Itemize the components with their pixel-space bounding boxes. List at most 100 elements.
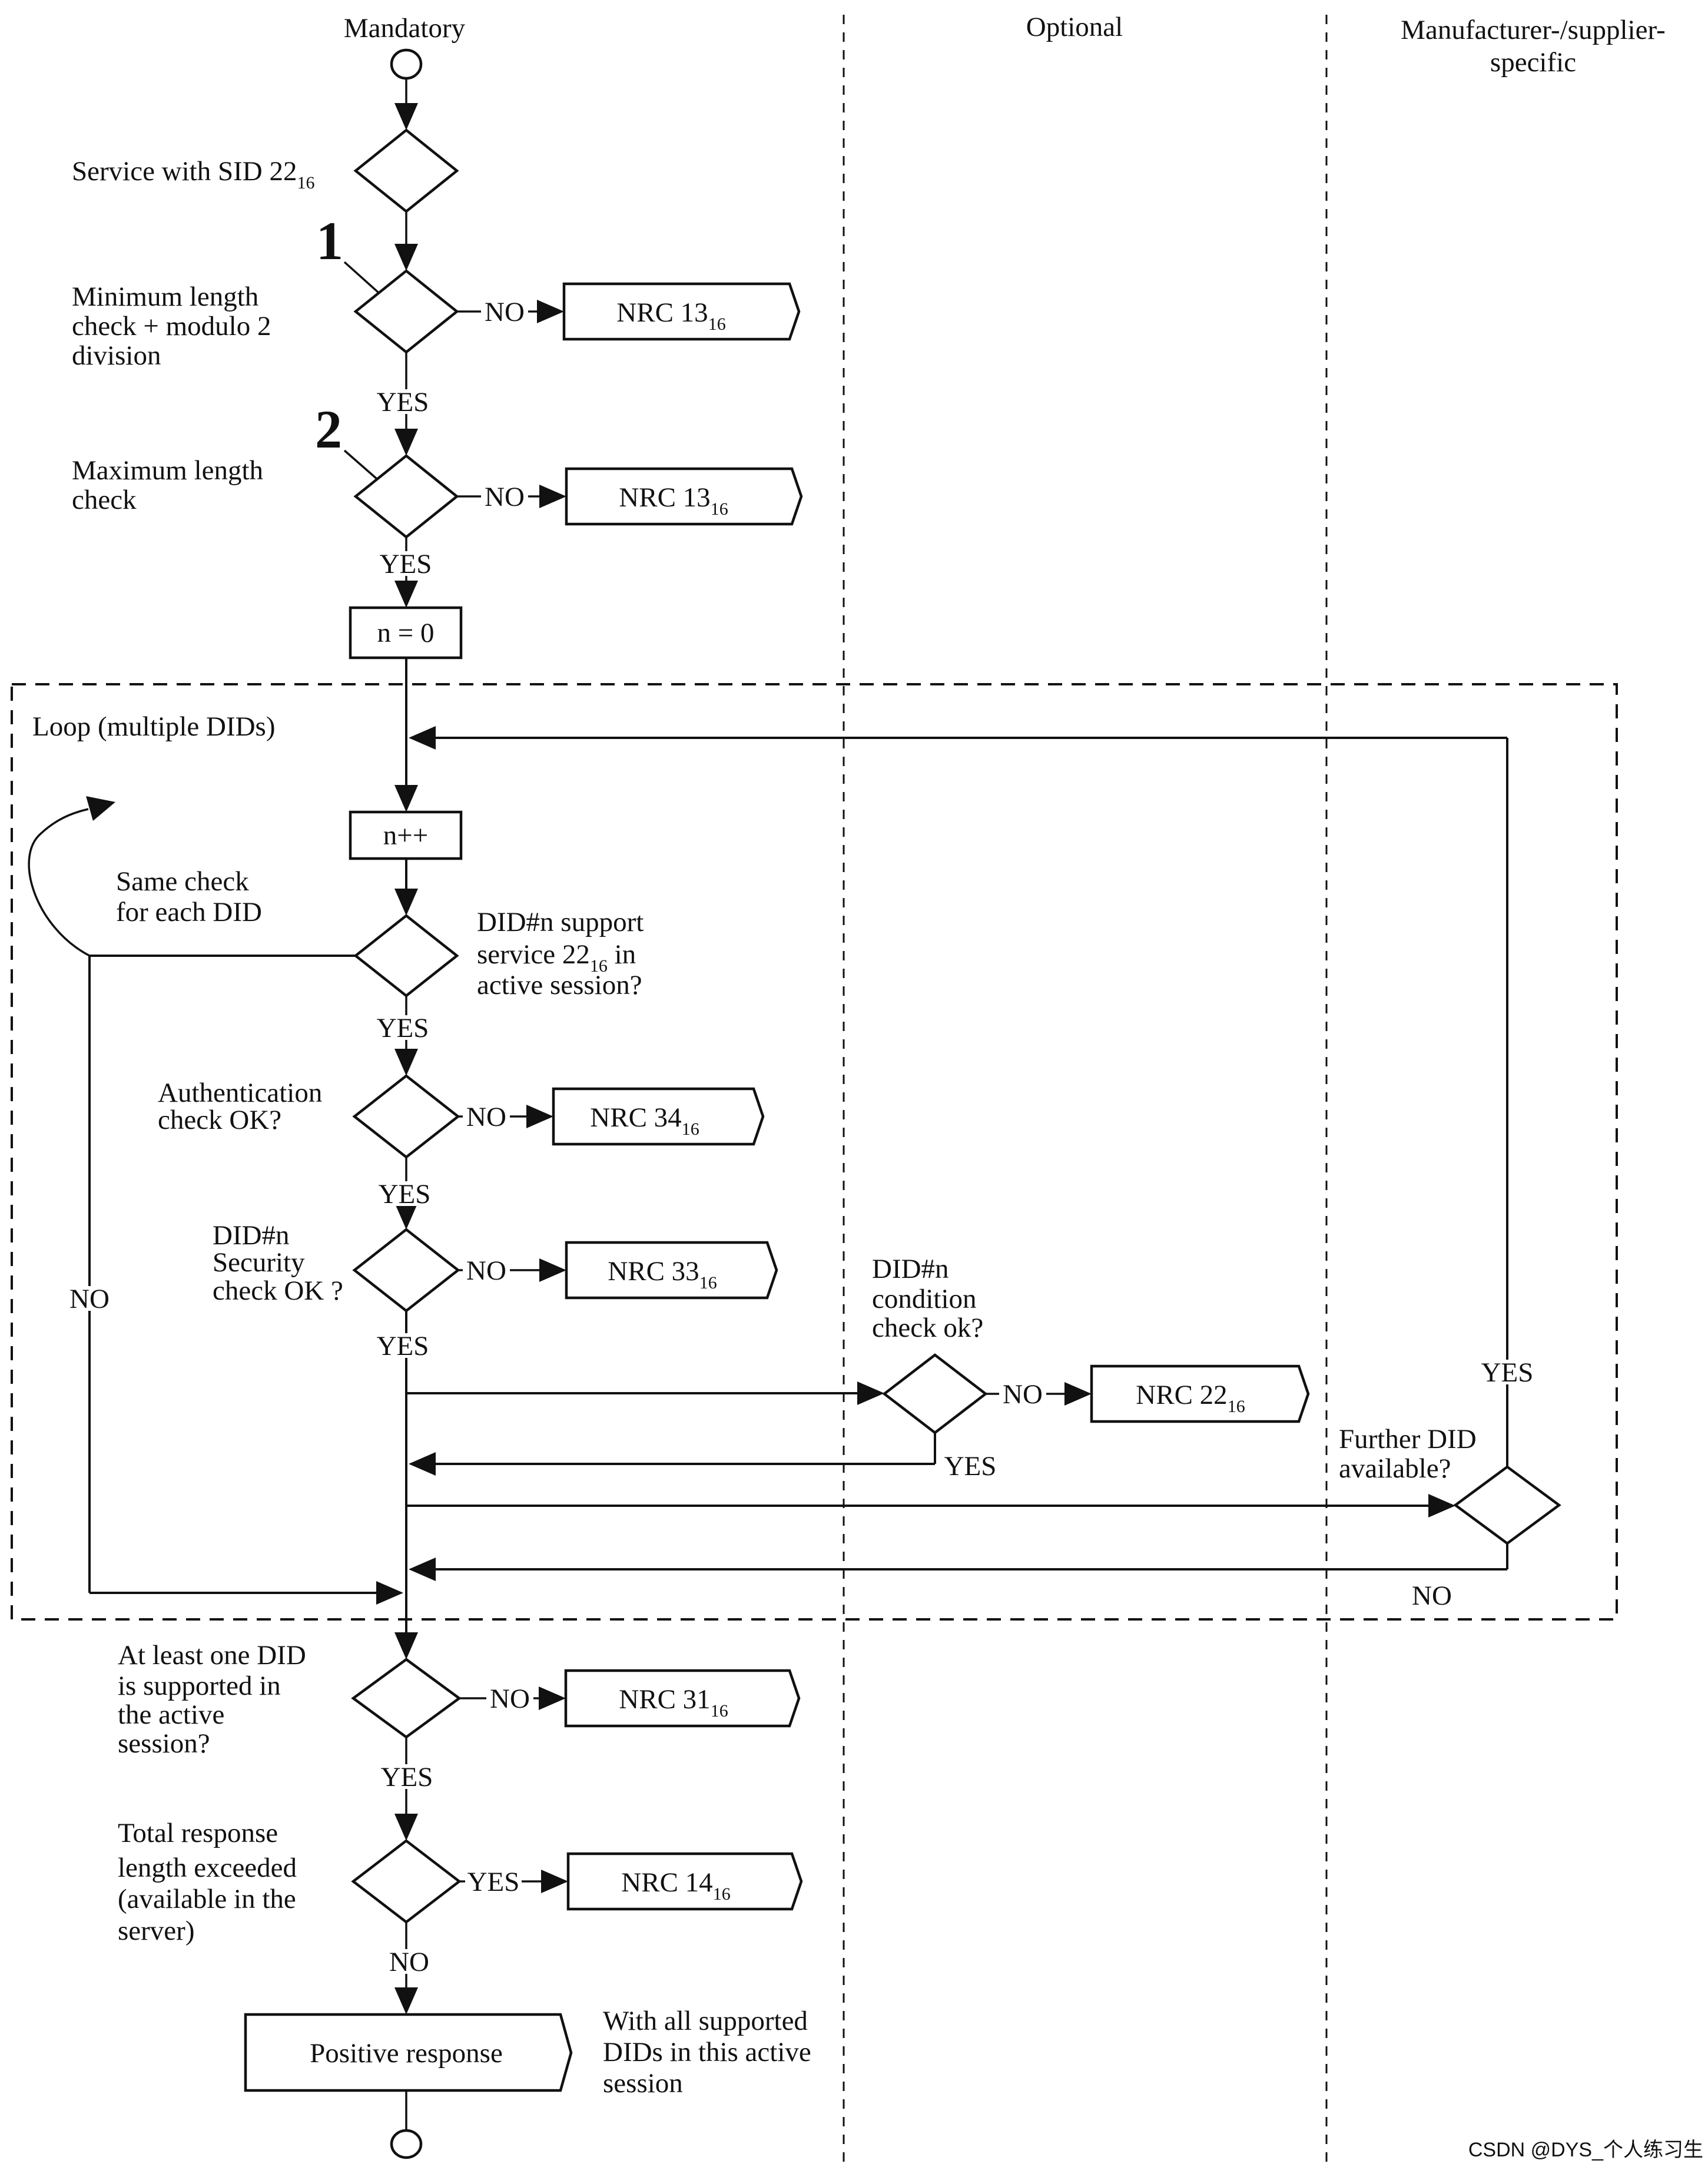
least-no-label: NO: [490, 1684, 530, 1714]
marker1-leader: [343, 261, 380, 294]
label-masks: [66, 299, 1535, 1974]
arrowhead-right-icon: [376, 1581, 403, 1605]
column-header-optional: Optional: [1026, 12, 1123, 42]
with-all-label-3: session: [603, 2068, 683, 2099]
least-yes-label: YES: [381, 1762, 433, 1792]
marker2-leader: [343, 449, 379, 481]
security-label-2: Security: [213, 1247, 305, 1278]
did-support-label-3: active session?: [477, 970, 642, 1000]
support-no-label: NO: [69, 1284, 110, 1314]
n0-text: n = 0: [377, 618, 434, 648]
auth-yes-label: YES: [379, 1179, 431, 1210]
nrc33-box: [565, 1241, 778, 1300]
decision-max-length: [353, 454, 459, 539]
auth-label-1: Authentication: [158, 1078, 322, 1108]
arrowhead-right-icon: [526, 1105, 553, 1128]
did-support-label-1: DID#n support: [477, 907, 644, 937]
decision-at-least-one-did: [351, 1658, 462, 1739]
min-yes-label: YES: [377, 387, 429, 418]
at-least-label-4: session?: [118, 1728, 210, 1759]
arrowhead-down-icon: [394, 581, 418, 608]
further-no-label: NO: [1412, 1580, 1452, 1611]
min-length-label-2: check + modulo 2: [72, 311, 271, 342]
nrc31-box: [564, 1669, 801, 1728]
arrowhead-down-icon: [394, 1632, 418, 1659]
nrc13-text-1: NRC 1316: [616, 297, 725, 334]
arrowhead-right-icon: [1064, 1382, 1092, 1406]
max-yes-label: YES: [380, 549, 432, 579]
arrowhead-left-icon: [409, 1452, 436, 1476]
nrc22-box: [1090, 1364, 1310, 1423]
same-check-label-1: Same check: [116, 866, 249, 897]
arrowhead-down-icon: [394, 429, 418, 456]
total-yes-label: YES: [467, 1867, 520, 1897]
further-did-label-1: Further DID: [1339, 1424, 1477, 1454]
decision-service-sid22: [353, 128, 459, 213]
cond-yes-label: YES: [944, 1451, 997, 1482]
arrowhead-right-icon: [539, 1258, 566, 1282]
loop-boundary: [11, 683, 1618, 1621]
total-label-3: (available in the: [118, 1884, 296, 1914]
cond-no-label: NO: [1003, 1379, 1043, 1410]
column-header-manufacturer-line2: specific: [1490, 47, 1576, 78]
min-length-label-3: division: [72, 340, 161, 371]
did-support-label-2: service 2216 in: [477, 939, 636, 976]
arrowhead-down-icon: [394, 244, 418, 271]
arrowhead-left-icon: [409, 726, 436, 750]
decision-min-length: [353, 269, 459, 354]
nrc22-text: NRC 2216: [1136, 1380, 1245, 1416]
loop-repeat-arc: [28, 808, 90, 957]
total-label-2: length exceeded: [118, 1853, 297, 1883]
with-all-label-2: DIDs in this active: [603, 2037, 811, 2067]
at-least-label-2: is supported in: [118, 1671, 281, 1701]
service-sid-label: Service with SID 2216: [72, 156, 314, 193]
total-label-4: server): [118, 1916, 194, 1946]
sec-no-label: NO: [466, 1255, 506, 1286]
n-increment-text: n++: [383, 820, 429, 851]
sec-yes-label: YES: [377, 1331, 429, 1361]
arrowhead-northeast-icon: [86, 796, 115, 821]
same-check-label-2: for each DID: [116, 897, 262, 927]
arrowheads: [86, 103, 1455, 2014]
decision-did-support: [353, 914, 459, 998]
max-no-label: NO: [485, 482, 525, 512]
max-length-label-2: check: [72, 485, 137, 515]
auth-no-label: NO: [466, 1102, 506, 1132]
nrc13-text-2: NRC 1316: [619, 482, 728, 519]
arrowhead-right-icon: [541, 1870, 568, 1893]
nrc33-text: NRC 3316: [608, 1256, 717, 1293]
nrc34-text: NRC 3416: [590, 1102, 699, 1139]
total-no-label: NO: [389, 1947, 429, 1977]
security-label-3: check OK ?: [213, 1275, 343, 1306]
arrowhead-left-icon: [409, 1558, 436, 1581]
auth-label-2: check OK?: [158, 1105, 281, 1135]
at-least-label-1: At least one DID: [118, 1640, 306, 1671]
support-yes-label: YES: [377, 1013, 429, 1043]
arrowhead-right-icon: [537, 300, 564, 323]
further-did-label-2: available?: [1339, 1453, 1451, 1484]
marker-1: 1: [316, 211, 343, 271]
min-length-label-1: Minimum length: [72, 281, 258, 312]
condition-label-1: DID#n: [872, 1254, 949, 1284]
nrc14-box: [566, 1852, 803, 1911]
start-terminator: [390, 48, 423, 80]
security-label-1: DID#n: [213, 1220, 290, 1251]
decision-further-did: [1453, 1465, 1561, 1545]
condition-label-3: check ok?: [872, 1313, 983, 1343]
process-n-increment: [349, 810, 463, 860]
marker-2: 2: [315, 399, 342, 459]
arrowhead-right-icon: [857, 1381, 884, 1405]
arrowhead-down-icon: [394, 1202, 418, 1230]
watermark: CSDN @DYS_个人练习生: [1468, 2139, 1703, 2161]
with-all-label-1: With all supported: [603, 2006, 808, 2036]
at-least-label-3: the active: [118, 1699, 224, 1730]
max-length-label-1: Maximum length: [72, 455, 263, 486]
column-header-mandatory: Mandatory: [344, 13, 466, 44]
nodes: [244, 48, 1561, 2159]
nrc14-text: NRC 1416: [621, 1867, 730, 1904]
arrowhead-down-icon: [394, 785, 418, 812]
further-yes-label: YES: [1481, 1357, 1534, 1388]
nrc13-box-2: [565, 467, 803, 526]
arrowhead-down-icon: [394, 1987, 418, 2014]
